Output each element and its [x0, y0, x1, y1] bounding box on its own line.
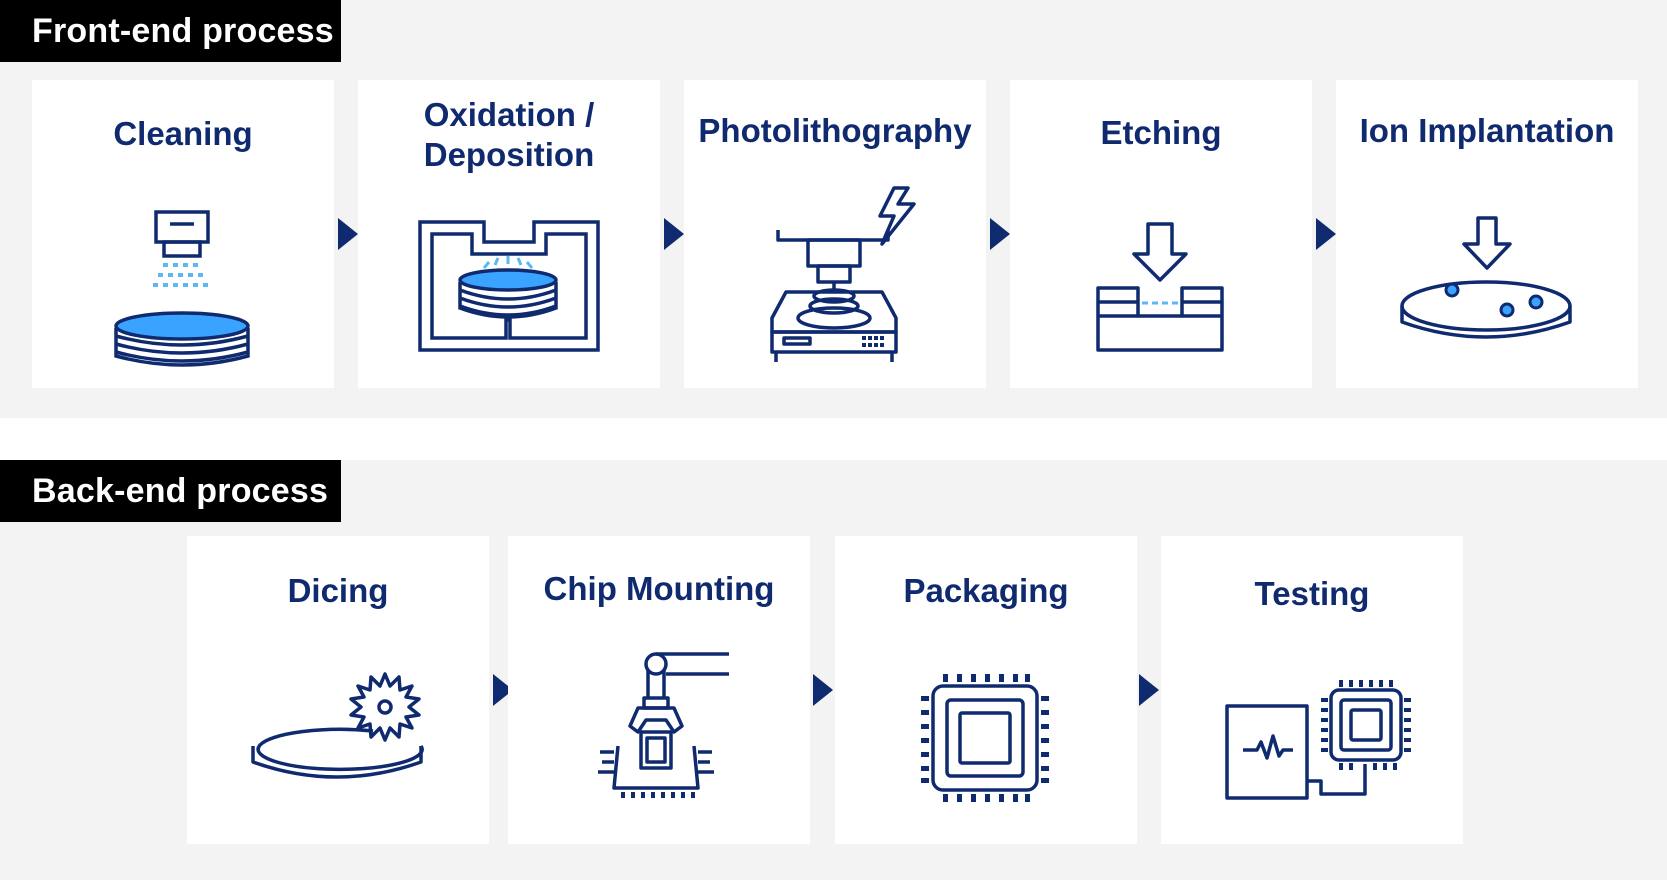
- step-title: Photolithography: [698, 112, 972, 149]
- step-title: Dicing: [287, 572, 389, 609]
- step-dicing: Dicing: [187, 536, 489, 844]
- chip-testing-icon: [1225, 680, 1411, 800]
- step-ion-implantation: Ion Implantation: [1336, 80, 1638, 388]
- step-oxidation-deposition: Oxidation / Deposition: [358, 80, 660, 388]
- dicing-saw-icon: [251, 672, 424, 779]
- step-chip-mounting: Chip Mounting: [508, 536, 810, 844]
- ion-implantation-icon: [1400, 216, 1572, 339]
- step-title: Packaging: [903, 572, 1069, 609]
- step-testing: Testing: [1161, 536, 1463, 844]
- step-title: Ion Implantation: [1359, 112, 1615, 149]
- step-title: Testing: [1254, 575, 1370, 612]
- step-photolithography: Photolithography: [684, 80, 986, 388]
- step-arrow-icon: [493, 674, 513, 706]
- wafer-cleaning-icon: [114, 210, 250, 367]
- step-arrow-icon: [664, 218, 684, 250]
- back-end-label: Back-end process: [0, 460, 341, 522]
- deposition-chamber-icon: [418, 220, 600, 352]
- step-title: Chip Mounting: [543, 570, 775, 607]
- step-title: Etching: [1100, 114, 1222, 151]
- step-arrow-icon: [338, 218, 358, 250]
- step-cleaning: Cleaning: [32, 80, 334, 388]
- step-arrow-icon: [813, 674, 833, 706]
- step-arrow-icon: [1139, 674, 1159, 706]
- photolithography-machine-icon: [770, 186, 916, 362]
- step-title: Cleaning: [113, 115, 253, 152]
- step-packaging: Packaging: [835, 536, 1137, 844]
- step-title-line-1: Oxidation /: [423, 96, 595, 133]
- step-title-line-2: Deposition: [423, 136, 595, 173]
- step-etching: Etching: [1010, 80, 1312, 388]
- chip-package-icon: [921, 674, 1049, 802]
- front-end-label: Front-end process: [0, 0, 341, 62]
- step-arrow-icon: [990, 218, 1010, 250]
- step-arrow-icon: [1316, 218, 1336, 250]
- etching-icon: [1096, 222, 1224, 352]
- chip-mounting-icon: [598, 652, 729, 798]
